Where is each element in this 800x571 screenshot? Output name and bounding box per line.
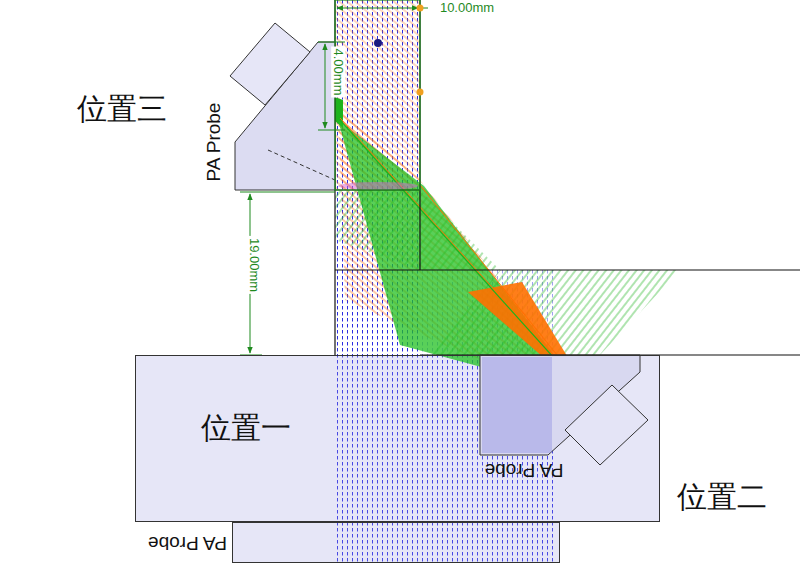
illustration-part: [565, 385, 648, 465]
beam-hatching: [335, 0, 680, 402]
position-label: 位置二: [677, 480, 767, 513]
illustration-part: [318, 130, 345, 131]
probe-three: [230, 23, 418, 190]
illustration-part: [374, 39, 382, 47]
illustration-part: [318, 42, 345, 43]
illustration-part: [417, 5, 424, 12]
probe-two: [480, 355, 648, 465]
illustration-part: [335, 269, 800, 270]
probe-body: PA Probe: [232, 522, 560, 563]
illustration-part: [335, 0, 420, 190]
illustration-part: [337, 8, 418, 9]
probe-label: PA Probe: [204, 103, 225, 182]
position-label: 位置一: [201, 411, 291, 444]
marker-dots: [374, 5, 424, 96]
illustration-part: [482, 357, 552, 453]
illustration-part: [335, 355, 555, 563]
position-label: 位置三: [77, 92, 167, 125]
dimension-label: 19.00mm: [247, 236, 261, 294]
part-fills: [135, 355, 660, 563]
position-block: 位置一: [135, 355, 660, 522]
illustration-part: [338, 182, 418, 190]
dimension-lines: [240, 0, 428, 355]
illustration-part: [417, 89, 424, 96]
dimension-label: 10.00mm: [438, 1, 496, 15]
probe-label: PA Probe: [148, 532, 227, 553]
illustration-part: [230, 23, 310, 105]
probe-label: PA Probe: [485, 460, 564, 481]
illustration-part: [325, 44, 326, 128]
part-outlines: [335, 0, 800, 355]
illustration-part: [240, 192, 335, 193]
illustration-part: [268, 150, 335, 180]
dimension-label: 4.00mm: [331, 47, 345, 98]
